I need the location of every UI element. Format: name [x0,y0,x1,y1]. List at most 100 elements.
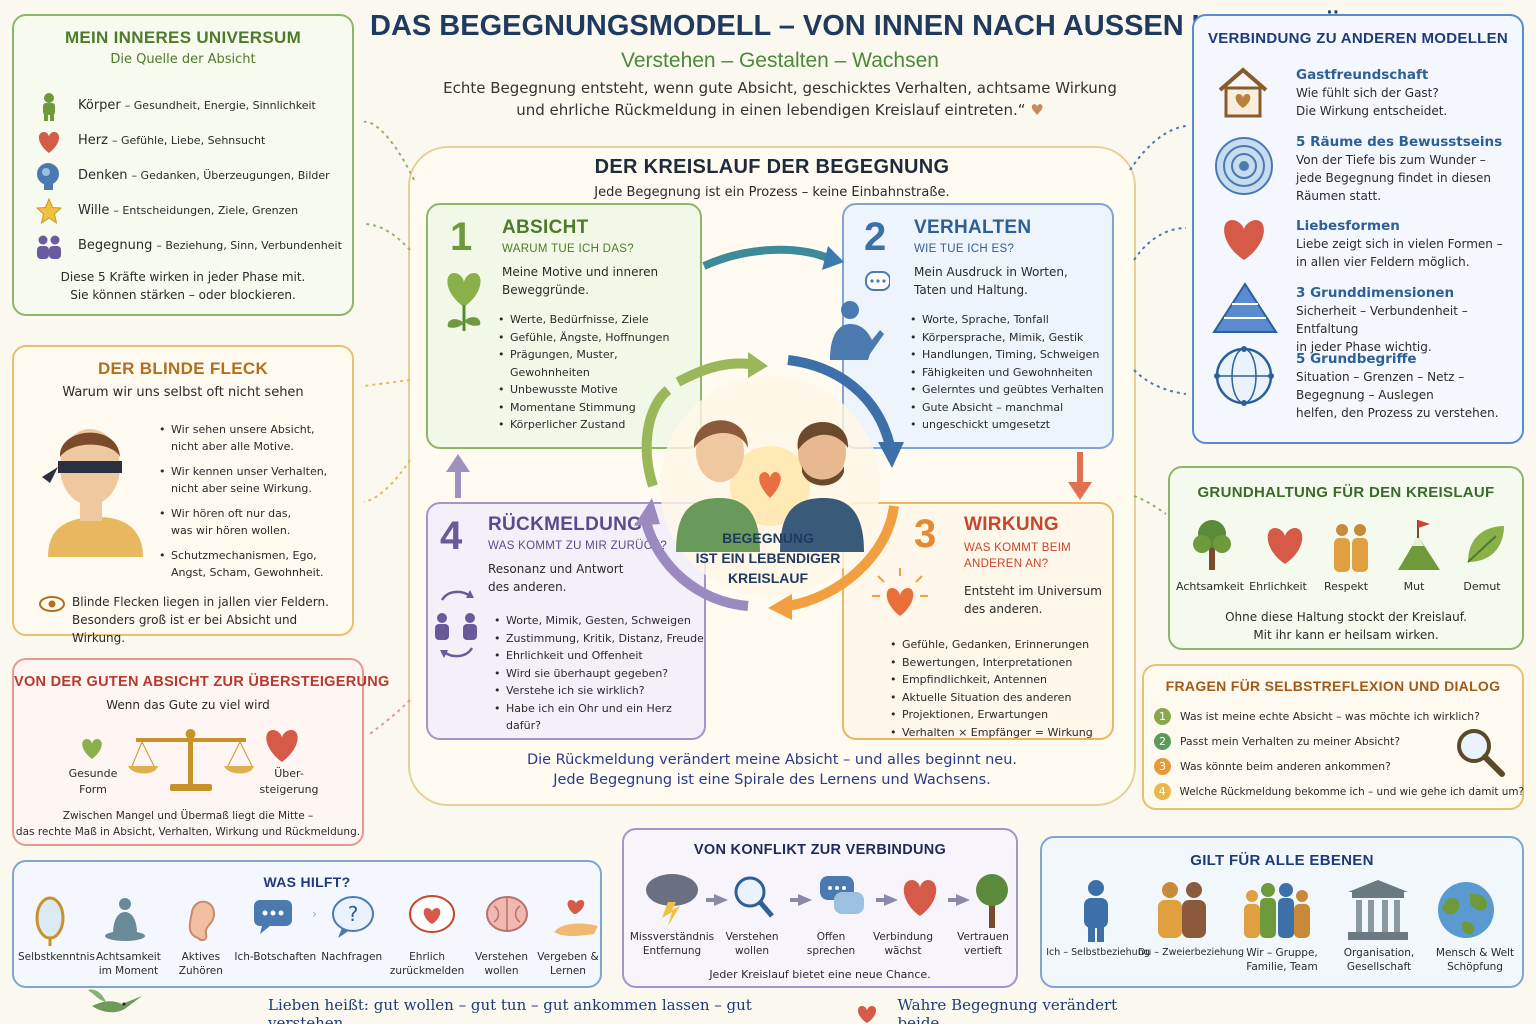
universe-item-thinking: Denken– Gedanken, Überzeugungen, Bilder [34,158,344,193]
heart-bubble-icon [409,895,455,933]
help-label: Selbstkenntnis [18,950,95,978]
cycle-title: DER KREISLAUF DER BEGEGNUNG [594,156,950,178]
level-label-line1: Organisation, [1343,947,1415,959]
blind-spot-item: Schutzmechanismen, Ego,Angst, Scham, Gew… [159,547,349,581]
inner-universe-panel: MEIN INNERES UNIVERSUM Die Quelle der Ab… [12,14,354,316]
stage-feedback-item: Worte, Mimik, Gesten, Schweigen [494,612,704,630]
model-basic-terms-l3: helfen, den Prozess zu verstehen. [1296,406,1499,420]
attitude-label: Mut [1403,580,1425,593]
question-number: 2 [1154,733,1171,750]
conflict-footer: Jeder Kreislauf bietet eine neue Chance. [709,968,931,981]
stage-behavior-title: VERHALTEN [914,217,1032,238]
excess-panel: VON DER GUTEN ABSICHT ZUR ÜBERSTEIGERUNG… [12,658,389,846]
svg-text:?: ? [348,902,359,926]
stage-feedback-item: Zustimmung, Kritik, Distanz, Freude [494,630,704,648]
help-label-line2: wollen [484,965,519,977]
model-hospitality-l2: Die Wirkung entscheidet. [1296,104,1448,118]
blind-spot-item-line: nicht aber seine Wirkung. [171,482,312,495]
universe-item-body-name: Körper [78,98,121,113]
universe-item-heart-desc: – Gefühle, Liebe, Sehnsucht [111,134,266,147]
stage-effect-item: Bewertungen, Interpretationen [890,654,1093,672]
helps-icons: ? › [35,895,598,946]
universe-item-will: Wille– Entscheidungen, Ziele, Grenzen [34,193,344,228]
stage-effect-item: Aktuelle Situation des anderen [890,689,1093,707]
head-mind-icon [37,162,59,190]
conflict-title: VON KONFLIKT ZUR VERBINDUNG [693,842,947,858]
blind-spot-panel: DER BLINDE FLECK Warum wir uns selbst of… [12,345,354,645]
model-love-forms-l2: in allen vier Feldern möglich. [1296,255,1470,269]
heart-icon [903,880,937,916]
model-consciousness-name: 5 Räume des Bewusstseins [1296,134,1503,150]
help-label-line1: Verstehen [475,951,529,963]
stage-feedback: 4 RÜCKMELDUNG WAS KOMMT ZU MIR ZURÜCK? R… [426,502,706,740]
inner-universe-subtitle: Die Quelle der Absicht [110,52,256,67]
excess-footer-line1: Zwischen Mangel und Übermaß liegt die Mi… [62,810,314,822]
blind-spot-item-line: Angst, Scham, Gewohnheit. [171,566,324,579]
excess-form-line2: steigerung [259,783,319,796]
flow-arrow [876,894,898,906]
footer-motto: Lieben heißt: gut wollen – gut tun – gut… [268,996,1168,1024]
stage-effect-item: Projektionen, Erwartungen [890,706,1093,724]
blind-spot-item-line: Wir sehen unsere Absicht, [171,423,315,436]
stage-behavior-item: Gelerntes und geübtes Verhalten [910,381,1104,399]
group-icon [1244,883,1310,938]
network-globe-icon [1214,346,1274,406]
heart-icon [1267,528,1303,564]
level-label-line2: Familie, Team [1246,961,1318,973]
help-label-line1: Nachfragen [321,951,383,963]
page-subtitle: Verstehen – Gestalten – Wachsen [621,49,939,72]
blind-spot-item-line: was wir hören wollen. [171,524,291,537]
stage-feedback-lead2: des anderen. [488,580,567,594]
model-consciousness-l2: jede Begegnung findet in diesen [1296,171,1492,185]
stage-intention-lead2: Beweggründe. [502,283,590,297]
help-label-line1: Achtsamkeit [95,951,161,963]
two-people-illustration [676,420,864,552]
hand-heart-icon [554,900,598,936]
glowing-heart-icon [872,568,928,616]
question-number: 1 [1154,708,1171,725]
stage-feedback-number: 4 [440,514,463,558]
level-label-line1: Mensch & Welt [1435,947,1515,959]
stage-effect-title: WIRKUNG [964,514,1059,535]
conflict-icons [646,874,1008,928]
blind-spot-item-line: Wir hören oft nur das, [171,507,292,520]
eye-icon [39,596,65,612]
universe-item-encounter: Begegnung– Beziehung, Sinn, Verbundenhei… [34,228,344,263]
help-label-line2: Zuhören [178,965,223,977]
stage-effect-item: Empfindlichkeit, Antennen [890,671,1093,689]
universe-list: Körper– Gesundheit, Energie, Sinnlichkei… [34,88,344,263]
stage-behavior-lead2: Taten und Haltung. [914,283,1028,297]
intro-quote-line1: Echte Begegnung entsteht, wenn gute Absi… [443,79,1117,97]
universe-item-will-desc: – Entscheidungen, Ziele, Grenzen [113,204,299,217]
heart-icon [1224,220,1264,260]
stage-behavior: 2 VERHALTEN WIE TUE ICH ES? Mein Ausdruc… [842,203,1114,449]
level-label: Organisation,Gesellschaft [1332,946,1426,974]
star-icon [35,197,63,224]
blind-spot-item: Wir hören oft nur das, was wir hören woll… [159,505,349,539]
universe-item-heart: Herz– Gefühle, Liebe, Sehnsucht [34,123,344,158]
stage-intention-item: Prägungen, Muster, Gewohnheiten [498,346,700,381]
models-panel: VERBINDUNG ZU ANDEREN MODELLEN Gastfreun… [1192,14,1524,444]
house-heart-icon [1218,67,1268,118]
attitude-labels: Achtsamkeit Ehrlichkeit Respekt Mut Demu… [1176,580,1516,593]
leaf-icon [1467,526,1504,563]
stage-effect-item: Gefühle, Gedanken, Erinnerungen [890,636,1093,654]
model-love-forms-l1: Liebe zeigt sich in vielen Formen – [1296,237,1503,251]
connector-arrows [363,120,1187,750]
blind-spot-item: Wir kennen unser Verhalten,nicht aber se… [159,463,349,497]
stage-feedback-list: Worte, Mimik, Gesten, Schweigen Zustimmu… [494,612,704,735]
help-label-line2: zurückmelden [389,965,465,977]
stage-effect-lead1: Entsteht im Universum [964,584,1102,598]
stage-behavior-list: Worte, Sprache, Tonfall Körpersprache, M… [910,311,1104,434]
conflict-step-line2: vertieft [963,945,1003,957]
tree-icon [1193,520,1231,570]
universe-footer-line1: Diese 5 Kräfte wirken in jeder Phase mit… [60,270,306,284]
levels-title: GILT FÜR ALLE EBENEN [1190,852,1374,869]
